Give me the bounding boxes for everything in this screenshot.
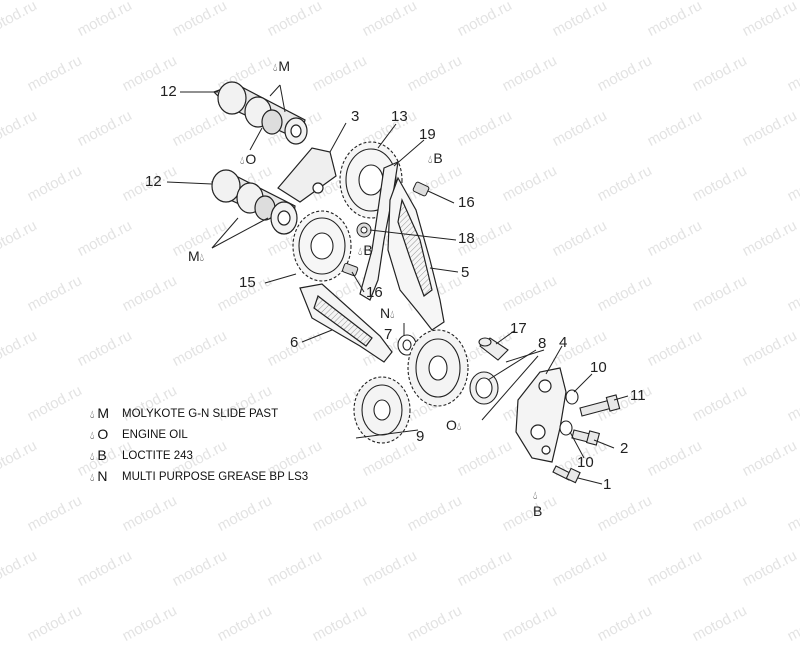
legend-code-letter: N <box>97 468 108 484</box>
drop-icon: 💧︎ <box>428 154 433 166</box>
legend-code: 💧︎M <box>90 405 122 422</box>
cam-bracket <box>277 147 337 203</box>
drop-icon: 💧︎ <box>90 451 95 463</box>
callout-17: 17 <box>510 320 527 337</box>
drop-icon: 💧︎ <box>90 472 95 484</box>
marker-letter: M <box>278 58 291 74</box>
callout-11: 11 <box>630 387 646 404</box>
legend-code: 💧︎B <box>90 447 122 464</box>
drop-icon: 💧︎ <box>240 155 245 167</box>
watermark-text: motod.ru <box>24 602 85 645</box>
watermark-text: motod.ru <box>689 602 750 645</box>
watermark-text: motod.ru <box>594 602 655 645</box>
callout-3: 3 <box>351 108 360 125</box>
camshaft-lower <box>210 169 298 235</box>
callout-7: 7 <box>384 326 393 343</box>
callout-12: 12 <box>145 173 162 190</box>
washer-10-upper <box>565 389 579 405</box>
drop-icon: 💧︎ <box>90 430 95 442</box>
callout-6: 6 <box>290 334 299 351</box>
marker-b-upper: 💧︎B <box>428 150 443 167</box>
legend-row-m: 💧︎M MOLYKOTE G-N SLIDE PAST <box>90 403 308 424</box>
drop-icon: 💧︎ <box>90 409 95 421</box>
legend-row-b: 💧︎B LOCTITE 243 <box>90 445 308 466</box>
callout-14: 13 <box>391 108 408 125</box>
callout-9: 9 <box>416 428 425 445</box>
exploded-parts-diagram <box>166 81 629 485</box>
legend-code: 💧︎N <box>90 468 122 485</box>
watermark-text: motod.ru <box>499 602 560 645</box>
marker-letter: B <box>533 503 543 519</box>
drop-icon: 💧︎ <box>273 62 278 74</box>
screw-11 <box>579 394 621 417</box>
needle-bearing <box>469 371 499 405</box>
legend-text: ENGINE OIL <box>122 428 188 441</box>
callout-15: 15 <box>239 274 256 291</box>
callout-13: 12 <box>160 83 177 100</box>
marker-letter: O <box>446 417 457 433</box>
legend-code-letter: O <box>97 426 109 442</box>
legend-row-o: 💧︎O ENGINE OIL <box>90 424 308 445</box>
marker-letter: B <box>433 150 443 166</box>
marker-b-lower: 💧︎B <box>533 486 542 519</box>
marker-m-lower: M💧︎ <box>188 248 205 265</box>
watermark-text: motod.ru <box>119 602 180 645</box>
watermark-text: motod.ru <box>784 602 800 645</box>
marker-letter: M <box>188 248 200 264</box>
marker-letter: B <box>363 242 373 258</box>
callout-19: 19 <box>419 126 436 143</box>
screw-18 <box>356 222 372 238</box>
camshaft-upper <box>212 81 308 145</box>
callout-16-upper: 16 <box>458 194 475 211</box>
chain-tensioner-rail <box>387 176 445 331</box>
callout-8: 8 <box>538 335 547 352</box>
legend-text: LOCTITE 243 <box>122 449 193 462</box>
legend: 💧︎M MOLYKOTE G-N SLIDE PAST 💧︎O ENGINE O… <box>90 403 308 487</box>
marker-n: N💧︎ <box>380 305 396 322</box>
legend-row-n: 💧︎N MULTI PURPOSE GREASE BP LS3 <box>90 466 308 487</box>
callout-18: 18 <box>458 230 475 247</box>
callout-16-lower: 16 <box>366 284 383 301</box>
drop-icon: 💧︎ <box>390 309 395 321</box>
screw-1 <box>552 465 581 484</box>
screw-16-upper <box>412 181 430 197</box>
drop-icon: 💧︎ <box>533 490 538 502</box>
legend-text: MULTI PURPOSE GREASE BP LS3 <box>122 470 309 483</box>
gear-large <box>407 329 469 407</box>
leader-lines <box>166 84 629 485</box>
chain-slider <box>299 283 393 363</box>
marker-m-upper: 💧︎M <box>273 58 290 75</box>
legend-code-letter: B <box>97 447 107 463</box>
marker-b-middle: 💧︎B <box>358 242 373 259</box>
callout-4: 4 <box>559 334 568 351</box>
legend-text: MOLYKOTE G-N SLIDE PAST <box>122 407 279 420</box>
pin <box>478 337 509 361</box>
callout-10-lower: 10 <box>577 454 594 471</box>
callout-10-upper: 10 <box>590 359 607 376</box>
marker-o-lower: O💧︎ <box>446 417 462 434</box>
screw-16-lower <box>342 262 359 277</box>
drop-icon: 💧︎ <box>456 421 462 433</box>
callout-2: 2 <box>620 440 629 457</box>
legend-code-letter: M <box>97 405 110 421</box>
watermark-text: motod.ru <box>309 602 370 645</box>
marker-letter: N <box>380 305 391 321</box>
watermark-text: motod.ru <box>214 602 275 645</box>
support-plate <box>515 367 567 463</box>
legend-code: 💧︎O <box>90 426 122 443</box>
drop-icon: 💧︎ <box>358 246 363 258</box>
gear-small <box>353 376 411 444</box>
marker-o-upper: 💧︎O <box>240 151 256 168</box>
washer-10-lower <box>559 420 573 436</box>
watermark-text: motod.ru <box>404 602 465 645</box>
callout-1: 1 <box>603 476 612 493</box>
sprocket-lower <box>292 210 352 282</box>
marker-letter: O <box>245 151 257 167</box>
drop-icon: 💧︎ <box>199 252 205 264</box>
callout-5: 5 <box>461 264 470 281</box>
screw-2 <box>571 429 601 446</box>
